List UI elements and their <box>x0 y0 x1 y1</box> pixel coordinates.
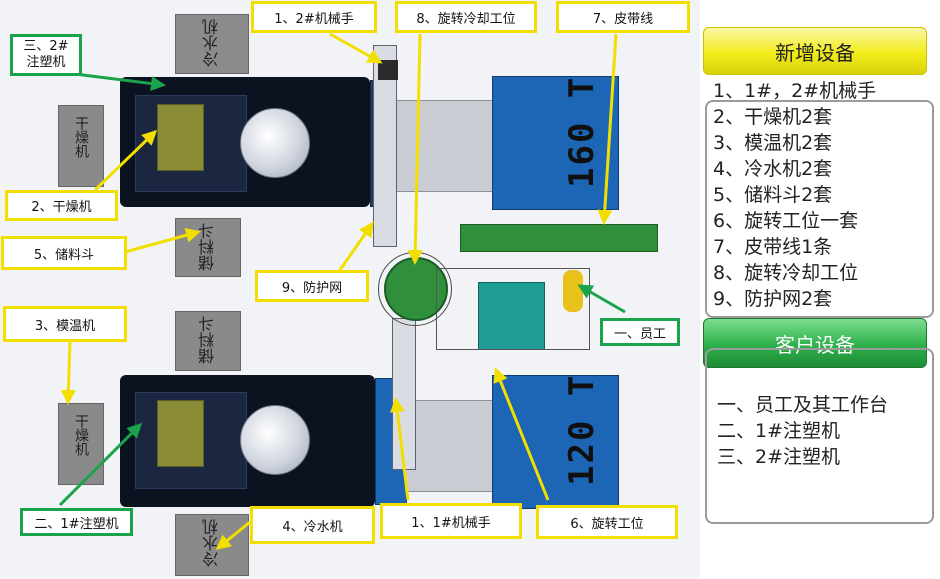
layout-diagram: 冷水机 干燥机 储料斗 储料斗 干燥机 冷水机 160 T 120 T <box>0 0 700 579</box>
callout-hopper-text: 5、储料斗 <box>33 247 95 263</box>
callout-robot-1-text: 1、1#机械手 <box>411 515 491 531</box>
customer-equipment-title: 客户设备 <box>775 332 855 357</box>
callout-robot-2-text: 1、2#机械手 <box>274 11 354 27</box>
callout-machine-3-text: 三、2# 注塑机 <box>23 39 69 70</box>
callout-mold-temp-text: 3、模温机 <box>34 318 96 334</box>
machine-lower-clamp <box>492 375 619 509</box>
dryer-upper: 干燥机 <box>58 105 104 187</box>
callout-guard-net-text: 9、防护网 <box>281 280 343 296</box>
callout-machine-2-text: 二、1#注塑机 <box>34 516 119 532</box>
callout-robot-1: 1、1#机械手 <box>380 503 522 539</box>
machine-lower-rails <box>405 400 499 492</box>
belt-line <box>460 224 658 252</box>
dryer-lower-label: 干燥机 <box>73 414 89 456</box>
new-equipment-header: 新增设备 <box>703 27 927 75</box>
guard-net <box>436 268 590 350</box>
new-equipment-frame <box>705 100 934 318</box>
callout-rotary-station: 6、旋转工位 <box>536 505 678 539</box>
machine-upper-olive-block <box>157 104 204 171</box>
new-equipment-title: 新增设备 <box>775 40 855 65</box>
robot-2-head <box>378 60 398 80</box>
list-item: 7、皮带线1条 <box>713 236 833 258</box>
chiller-top: 冷水机 <box>175 14 249 74</box>
callout-belt-line-text: 7、皮带线 <box>592 11 654 27</box>
callout-machine-2: 二、1#注塑机 <box>20 508 133 536</box>
callout-worker: 一、员工 <box>600 318 680 346</box>
list-item: 4、冷水机2套 <box>713 158 833 180</box>
list-item: 8、旋转冷却工位 <box>713 262 859 284</box>
callout-rotary-cooling: 8、旋转冷却工位 <box>395 1 537 33</box>
callout-belt-line: 7、皮带线 <box>556 1 690 33</box>
callout-chiller: 4、冷水机 <box>250 506 375 544</box>
list-item: 1、1#，2#机械手 <box>713 80 877 102</box>
callout-guard-net: 9、防护网 <box>255 270 369 302</box>
chiller-bottom: 冷水机 <box>175 514 249 576</box>
customer-equipment-header: 客户设备 <box>703 318 927 368</box>
hopper-upper: 储料斗 <box>175 218 241 277</box>
list-item: 一、员工及其工作台 <box>717 394 889 416</box>
hopper-lower: 储料斗 <box>175 311 241 371</box>
equipment-panel: 新增设备 1、1#，2#机械手 2、干燥机2套 3、模温机2套 4、冷水机2套 … <box>703 0 940 579</box>
machine-lower-olive-block <box>157 400 204 467</box>
list-item: 6、旋转工位一套 <box>713 210 859 232</box>
robot-1-gantry <box>392 318 416 470</box>
dryer-upper-label: 干燥机 <box>73 116 89 158</box>
list-item: 二、1#注塑机 <box>717 420 841 442</box>
callout-rotary-station-text: 6、旋转工位 <box>570 516 644 532</box>
machine-lower-disc <box>240 405 310 475</box>
callout-dryer-text: 2、干燥机 <box>31 200 92 215</box>
new-equipment-list: 1、1#，2#机械手 2、干燥机2套 3、模温机2套 4、冷水机2套 5、储料斗… <box>713 78 876 312</box>
worker-figure <box>563 270 583 312</box>
callout-dryer: 2、干燥机 <box>5 190 118 221</box>
callout-arrows <box>58 32 626 550</box>
machine-upper-disc <box>240 108 310 178</box>
callout-mold-temp: 3、模温机 <box>3 306 127 342</box>
list-item: 3、模温机2套 <box>713 132 833 154</box>
list-item: 三、2#注塑机 <box>717 446 841 468</box>
list-item: 2、干燥机2套 <box>713 106 833 128</box>
customer-equipment-list: 一、员工及其工作台 二、1#注塑机 三、2#注塑机 <box>717 392 888 470</box>
customer-equipment-frame <box>705 348 934 524</box>
callout-rotary-cooling-text: 8、旋转冷却工位 <box>416 11 516 27</box>
callout-worker-text: 一、员工 <box>613 326 666 342</box>
machine-upper-rails <box>388 100 500 192</box>
worker-workstation <box>478 282 545 350</box>
callout-hopper: 5、储料斗 <box>1 236 127 270</box>
callout-machine-3: 三、2# 注塑机 <box>10 34 82 76</box>
machine-upper-clamp <box>492 76 619 210</box>
list-item: 5、储料斗2套 <box>713 184 833 206</box>
list-item: 9、防护网2套 <box>713 288 833 310</box>
callout-chiller-text: 4、冷水机 <box>282 519 343 535</box>
callout-robot-2: 1、2#机械手 <box>251 1 377 33</box>
